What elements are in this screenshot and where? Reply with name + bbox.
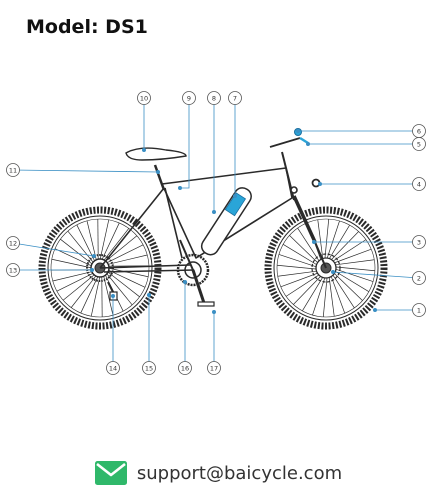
leader-dot bbox=[212, 210, 215, 213]
footer: support@baicycle.com bbox=[0, 456, 437, 490]
callout-13: 13 bbox=[7, 264, 20, 277]
callout-number: 5 bbox=[417, 140, 421, 148]
leader-dot bbox=[373, 308, 376, 311]
callout-number: 4 bbox=[417, 180, 421, 188]
callout-number: 16 bbox=[181, 364, 189, 372]
leader-dot bbox=[296, 129, 299, 132]
leader-dot bbox=[306, 142, 309, 145]
callout-2: 2 bbox=[413, 272, 426, 285]
callout-number: 11 bbox=[9, 166, 17, 174]
spoke bbox=[68, 231, 94, 263]
spoke bbox=[71, 275, 96, 307]
leader-dot bbox=[156, 170, 159, 173]
callout-4: 4 bbox=[413, 178, 426, 191]
leader-dot bbox=[312, 240, 315, 243]
spoke bbox=[81, 276, 98, 313]
callout-8: 8 bbox=[208, 92, 221, 105]
leader-line bbox=[180, 98, 189, 188]
leader-dot bbox=[142, 148, 145, 151]
callout-16: 16 bbox=[179, 362, 192, 375]
leader-dot bbox=[90, 268, 93, 271]
leader-dot bbox=[212, 310, 215, 313]
callout-number: 12 bbox=[9, 239, 17, 247]
spoke bbox=[283, 244, 317, 265]
leader-dot bbox=[147, 293, 150, 296]
support-email[interactable]: support@baicycle.com bbox=[137, 463, 342, 484]
callout-7: 7 bbox=[229, 92, 242, 105]
spoke bbox=[60, 239, 92, 264]
spoke bbox=[286, 274, 320, 296]
spoke bbox=[332, 240, 366, 262]
callout-3: 3 bbox=[413, 236, 426, 249]
spoke bbox=[277, 265, 317, 269]
callout-number: 17 bbox=[210, 364, 218, 372]
callout-10: 10 bbox=[138, 92, 151, 105]
callout-number: 7 bbox=[233, 94, 237, 102]
callout-5: 5 bbox=[413, 138, 426, 151]
callout-17: 17 bbox=[208, 362, 221, 375]
callout-14: 14 bbox=[107, 362, 120, 375]
callout-15: 15 bbox=[143, 362, 156, 375]
callout-number: 15 bbox=[145, 364, 153, 372]
callout-1: 1 bbox=[413, 304, 426, 317]
callout-number: 10 bbox=[140, 94, 148, 102]
leader-dot bbox=[111, 294, 114, 297]
callout-number: 6 bbox=[417, 127, 421, 135]
spoke bbox=[323, 277, 327, 317]
spoke bbox=[55, 249, 92, 266]
spoke bbox=[325, 219, 329, 259]
callout-number: 8 bbox=[212, 94, 216, 102]
leader-dot bbox=[183, 280, 186, 283]
callout-number: 14 bbox=[109, 364, 117, 372]
callout-6: 6 bbox=[413, 125, 426, 138]
callout-number: 9 bbox=[187, 94, 191, 102]
callout-12: 12 bbox=[7, 237, 20, 250]
callout-11: 11 bbox=[7, 164, 20, 177]
callout-9: 9 bbox=[183, 92, 196, 105]
mail-icon bbox=[95, 461, 127, 485]
callout-number: 13 bbox=[9, 266, 17, 274]
leader-dot bbox=[331, 270, 334, 273]
callout-number: 1 bbox=[417, 306, 421, 314]
spoke bbox=[335, 267, 375, 271]
leader-dot bbox=[233, 194, 236, 197]
spoke bbox=[103, 228, 128, 260]
leader-dot bbox=[318, 182, 321, 185]
spoke bbox=[302, 277, 323, 311]
leader-dot bbox=[92, 254, 95, 257]
spoke bbox=[63, 274, 95, 300]
leader-dot bbox=[178, 186, 181, 189]
spoke bbox=[332, 274, 354, 308]
callout-number: 2 bbox=[417, 274, 421, 282]
callout-number: 3 bbox=[417, 238, 421, 246]
leader-line bbox=[333, 272, 419, 278]
saddle bbox=[126, 148, 186, 160]
leader-line bbox=[13, 170, 158, 172]
spoke bbox=[105, 236, 137, 262]
